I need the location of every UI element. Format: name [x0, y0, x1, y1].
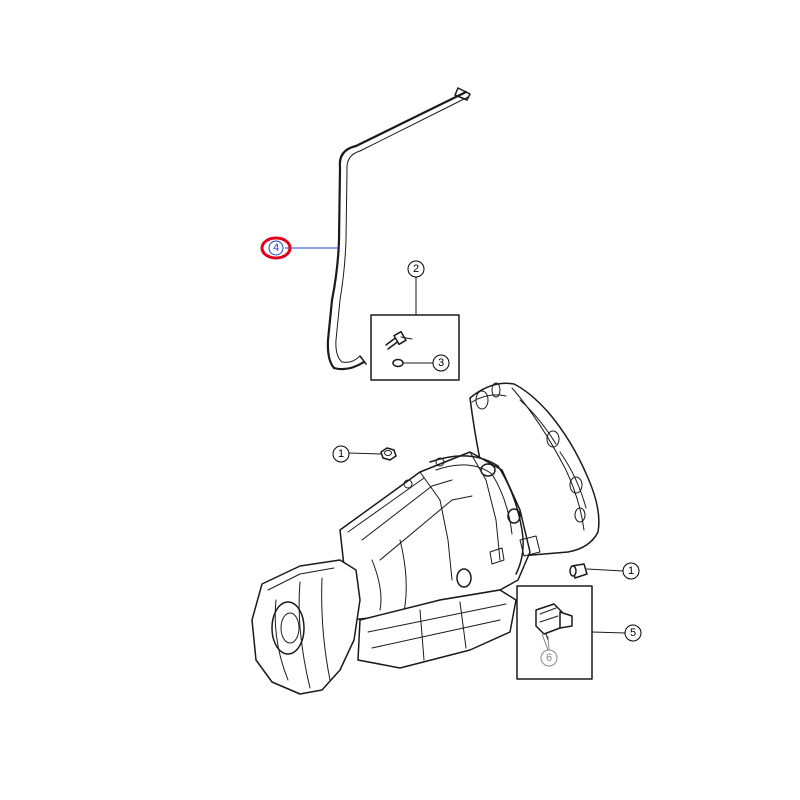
svg-text:4: 4	[273, 242, 279, 254]
callout-1-right[interactable]: 1	[622, 562, 640, 580]
o-ring	[392, 358, 404, 368]
callout-4[interactable]: 4	[260, 236, 292, 260]
callout-2[interactable]: 2	[407, 260, 425, 278]
callout-1-left[interactable]: 1	[332, 445, 350, 463]
dipstick-tube	[326, 87, 471, 371]
callout-3[interactable]: 3	[432, 354, 450, 372]
svg-text:3: 3	[438, 357, 444, 369]
svg-text:6: 6	[546, 652, 552, 664]
svg-text:1: 1	[338, 448, 344, 460]
callout-4-highlight-ring	[260, 236, 292, 260]
nut	[380, 447, 397, 461]
detail-box-2	[370, 314, 460, 381]
svg-text:2: 2	[413, 263, 419, 275]
callout-6[interactable]: 6	[540, 649, 558, 667]
transmission	[251, 382, 600, 695]
bolt	[385, 330, 413, 350]
plug	[569, 563, 588, 579]
sensor	[535, 603, 573, 641]
callout-5[interactable]: 5	[624, 624, 642, 642]
leader-lines	[285, 247, 626, 651]
svg-text:1: 1	[628, 565, 634, 577]
detail-box-5	[516, 585, 593, 680]
svg-text:5: 5	[630, 627, 636, 639]
